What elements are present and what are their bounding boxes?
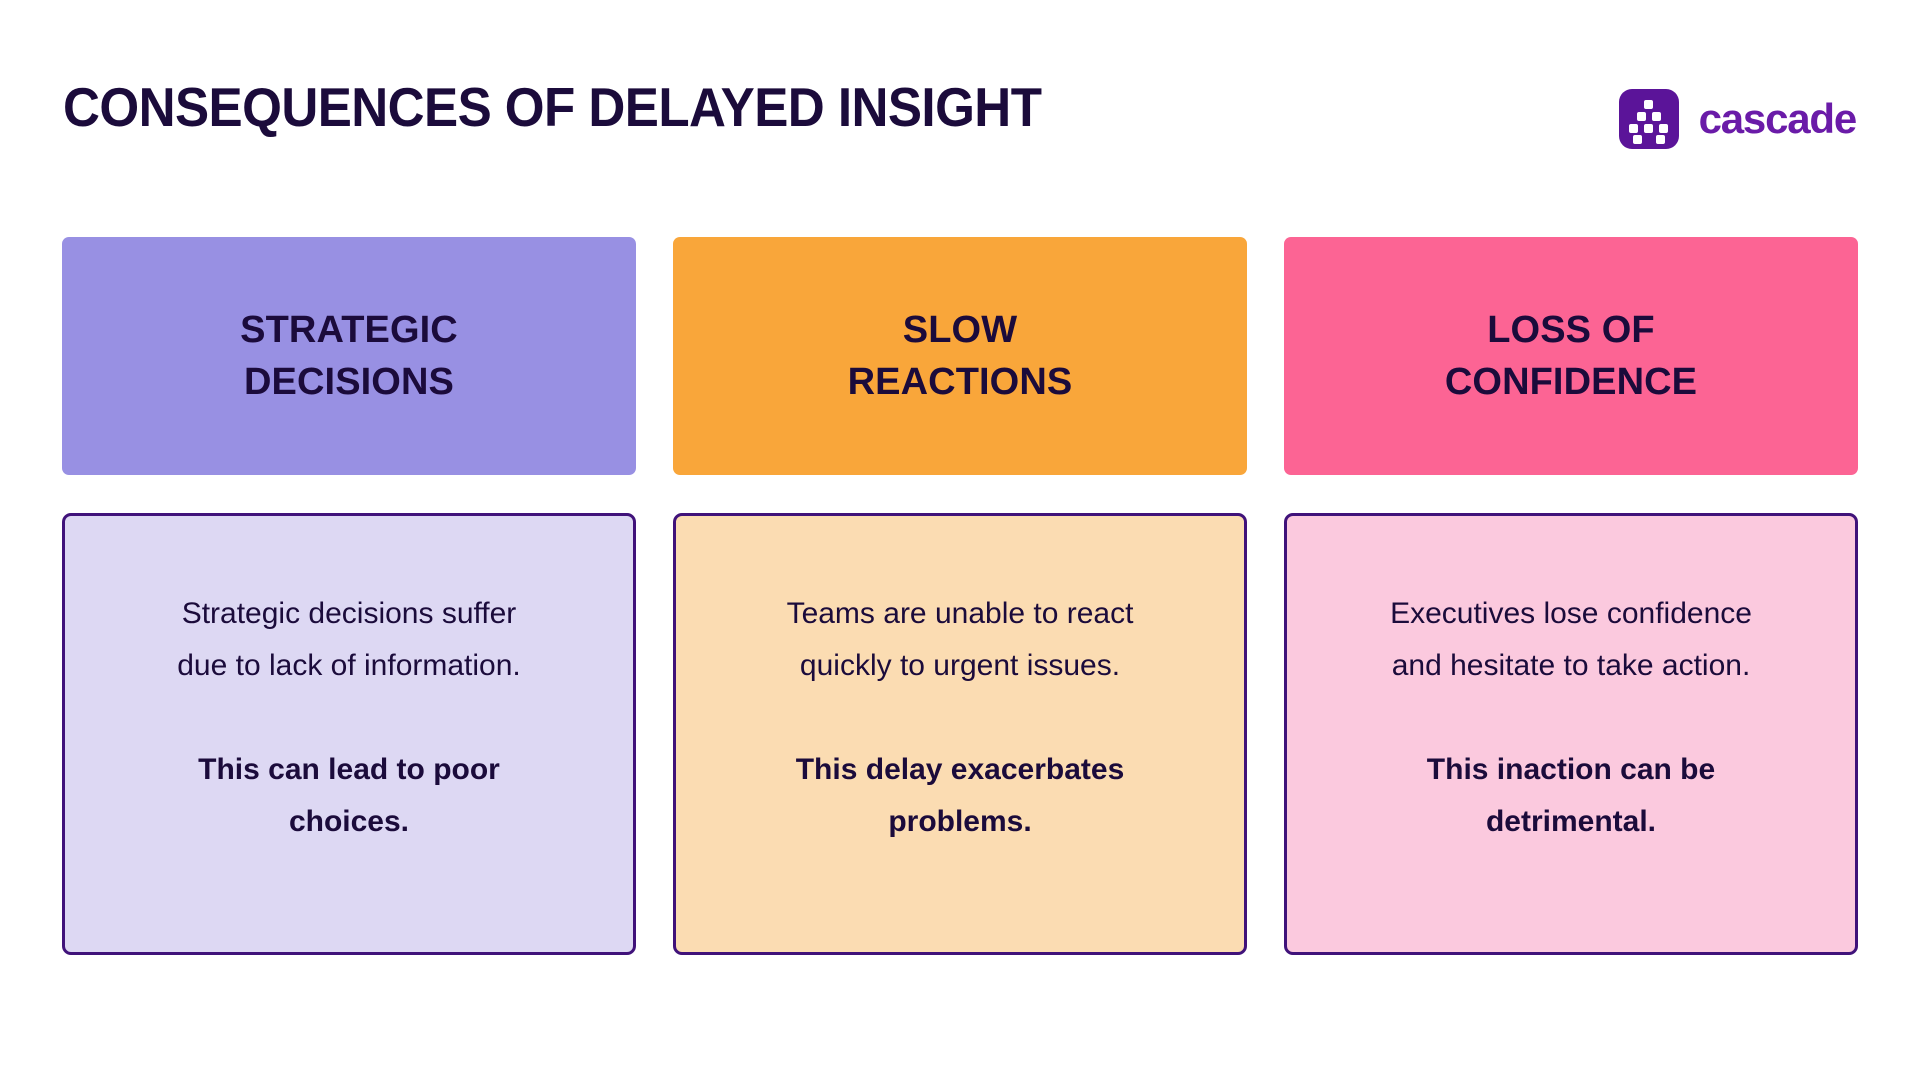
logo-dot [1659, 124, 1669, 133]
card-body-loss-of-confidence: Executives lose confidence and hesitate … [1284, 513, 1858, 955]
logo-dot [1629, 124, 1639, 133]
cascade-logo-icon [1618, 89, 1679, 149]
consequence-card-slow-reactions: SLOW REACTIONS Teams are unable to react… [673, 237, 1247, 955]
card-body-lead: Teams are unable to react quickly to urg… [786, 597, 1134, 682]
card-body-emphasis: This delay exacerbates problems. [795, 753, 1125, 838]
card-body-lead: Strategic decisions suffer due to lack o… [177, 597, 521, 682]
brand-logo[interactable]: cascade [1618, 88, 1858, 150]
logo-dot [1636, 112, 1646, 121]
logo-dot [1655, 135, 1665, 144]
logo-dot [1651, 112, 1661, 121]
consequence-card-grid: STRATEGIC DECISIONS Strategic decisions … [62, 237, 1858, 955]
consequence-card-loss-of-confidence: LOSS OF CONFIDENCE Executives lose confi… [1284, 237, 1858, 955]
card-spacer [1284, 475, 1858, 513]
card-body-strategic-decisions: Strategic decisions suffer due to lack o… [62, 513, 636, 955]
card-body-lead: Executives lose confidence and hesitate … [1390, 597, 1752, 682]
logo-dot [1644, 124, 1654, 133]
page-header: CONSEQUENCES OF DELAYED INSIGHT cascade [0, 0, 1920, 200]
card-header-strategic-decisions: STRATEGIC DECISIONS [62, 237, 636, 475]
card-body-emphasis: This can lead to poor choices. [198, 753, 500, 838]
logo-dot [1644, 100, 1654, 109]
card-spacer [673, 475, 1247, 513]
card-header-slow-reactions: SLOW REACTIONS [673, 237, 1247, 475]
consequence-card-strategic-decisions: STRATEGIC DECISIONS Strategic decisions … [62, 237, 636, 955]
card-body-emphasis: This inaction can be detrimental. [1426, 753, 1716, 838]
brand-wordmark: cascade [1698, 95, 1858, 142]
card-spacer [62, 475, 636, 513]
card-header-title: SLOW REACTIONS [847, 309, 1073, 403]
card-header-title: STRATEGIC DECISIONS [240, 309, 458, 403]
page-title: CONSEQUENCES OF DELAYED INSIGHT [63, 76, 1042, 138]
logo-dot [1632, 135, 1642, 144]
card-header-title: LOSS OF CONFIDENCE [1444, 309, 1698, 403]
card-body-slow-reactions: Teams are unable to react quickly to urg… [673, 513, 1247, 955]
card-header-loss-of-confidence: LOSS OF CONFIDENCE [1284, 237, 1858, 475]
